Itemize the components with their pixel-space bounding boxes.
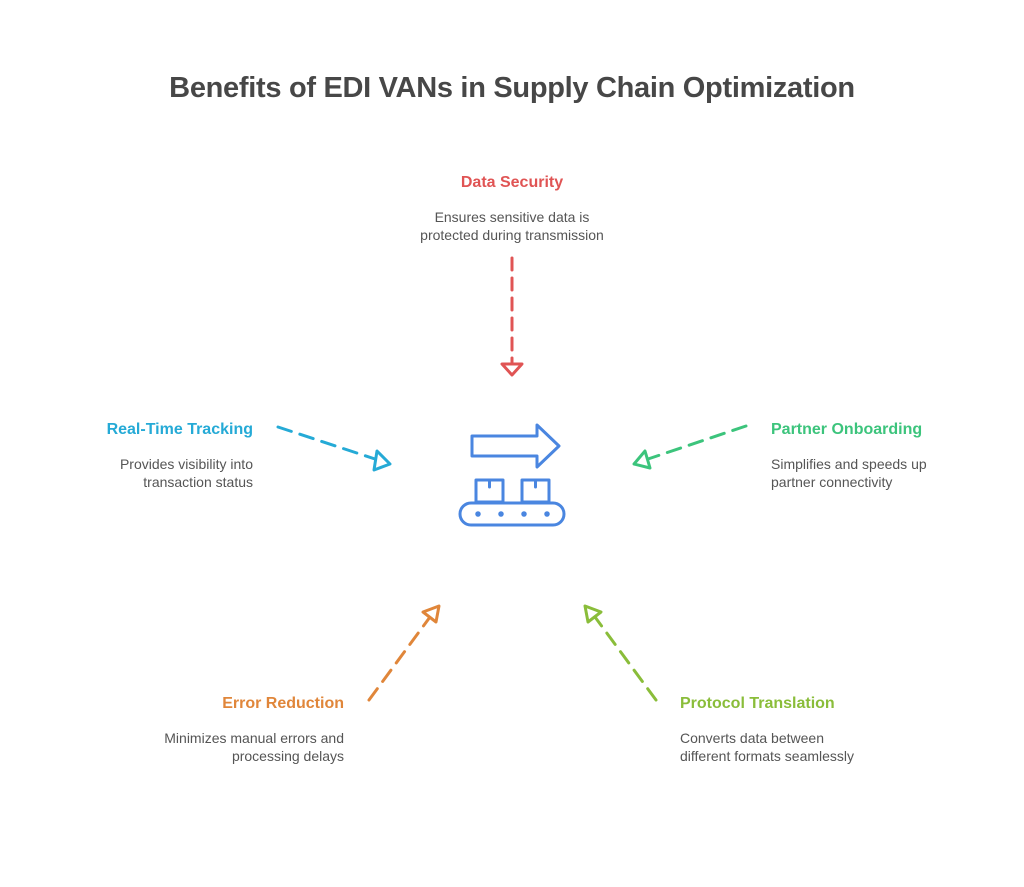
benefit-protocol-translation: Protocol Translation Converts data betwe… bbox=[680, 695, 920, 765]
benefit-description: Ensures sensitive data is protected duri… bbox=[420, 209, 604, 243]
benefit-error-reduction: Error Reduction Minimizes manual errors … bbox=[104, 695, 344, 765]
arrow-partner-onboarding bbox=[632, 424, 748, 470]
benefit-real-time-tracking: Real-Time Tracking Provides visibility i… bbox=[53, 421, 253, 491]
benefit-title: Protocol Translation bbox=[680, 695, 835, 712]
diagram-title: Benefits of EDI VANs in Supply Chain Opt… bbox=[169, 72, 855, 104]
arrow-data-security bbox=[500, 256, 524, 377]
arrow-protocol-translation bbox=[583, 604, 658, 702]
arrow-real-time-tracking bbox=[276, 425, 392, 472]
benefit-description: Provides visibility into transaction sta… bbox=[119, 456, 253, 490]
arrow-error-reduction bbox=[367, 604, 441, 702]
conveyor-belt-with-arrow-icon bbox=[458, 423, 566, 527]
benefit-description: Simplifies and speeds up partner connect… bbox=[771, 456, 927, 490]
benefit-partner-onboarding: Partner Onboarding Simplifies and speeds… bbox=[771, 421, 991, 491]
benefit-data-security: Data Security Ensures sensitive data is … bbox=[362, 174, 662, 244]
benefit-description: Minimizes manual errors and processing d… bbox=[164, 730, 344, 764]
benefit-title: Partner Onboarding bbox=[771, 421, 923, 438]
benefit-title: Error Reduction bbox=[222, 695, 344, 712]
benefit-description: Converts data between different formats … bbox=[680, 730, 855, 764]
benefit-title: Data Security bbox=[460, 174, 564, 191]
benefit-title: Real-Time Tracking bbox=[106, 421, 253, 438]
